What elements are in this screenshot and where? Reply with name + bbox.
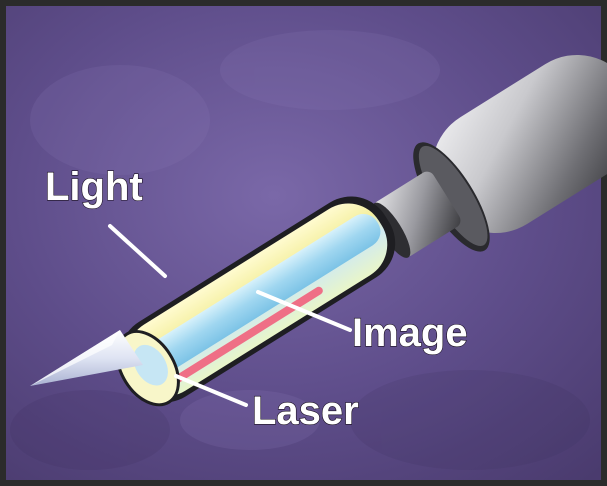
image-label: Image <box>352 311 468 355</box>
laser-label: Laser <box>252 389 359 433</box>
light-label: Light <box>45 165 143 209</box>
